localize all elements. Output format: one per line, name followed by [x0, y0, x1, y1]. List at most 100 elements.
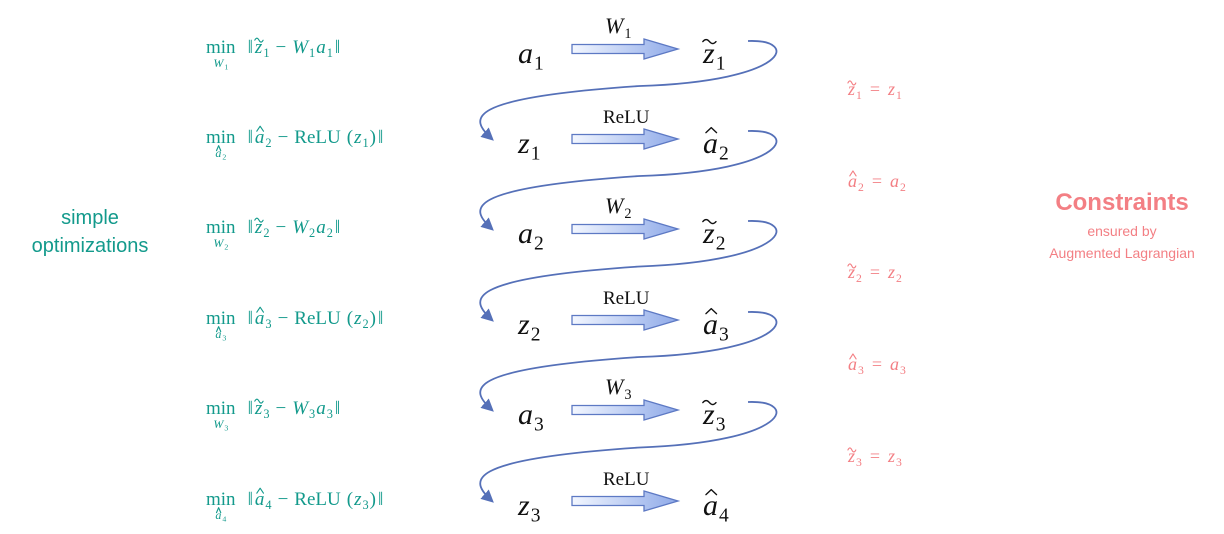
constraint-lhs-letter: a [848, 354, 857, 374]
min-operator: min [206, 398, 236, 419]
constraint-lhs-letter: z [847, 446, 855, 466]
chain-output-tilde-accent [702, 218, 717, 225]
objective-target-letter: a [255, 489, 265, 510]
chain-input-subscript: 3 [534, 415, 544, 436]
min-variable-letter: a [215, 146, 221, 160]
constraint-lhs-tilde-accent [847, 80, 857, 86]
chain-output-subscript: 2 [716, 234, 726, 255]
constraint-lhs-subscript: 3 [858, 364, 864, 377]
constraint-lhs-tilde-accent [847, 263, 857, 269]
chain-output-subscript: 3 [719, 325, 729, 346]
norm-close: ‖ [335, 398, 340, 419]
constraint-rhs-subscript: 3 [896, 456, 902, 469]
objective-target-tilde-accent [254, 398, 264, 404]
minus-sign: − [278, 127, 289, 148]
objective-target-letter: z [254, 37, 263, 58]
equals-sign: = [870, 262, 880, 282]
objective-target-subscript: 1 [263, 46, 269, 60]
norm-open: ‖ [248, 217, 253, 238]
chain-input-subscript: 1 [531, 144, 541, 165]
chain-input-subscript: 1 [534, 54, 544, 75]
constraints-line1: ensured by [1087, 223, 1156, 239]
norm-close: ‖ [378, 308, 383, 329]
min-operator: min [206, 308, 236, 329]
chain-output-subscript: 1 [716, 54, 726, 75]
objective-argument-letter: a [316, 37, 326, 58]
chain-output-hat-accent [705, 126, 718, 134]
arrow-label-relu: ReLU [603, 288, 650, 309]
min-variable-subscript: 3 [222, 334, 226, 343]
flow-curve-4 [479, 311, 778, 412]
chain-output-letter: a [703, 489, 718, 522]
arrow-label-weight-subscript: 2 [624, 206, 631, 222]
equals-sign: = [872, 354, 882, 374]
objective-argument-subscript: 1 [362, 136, 368, 150]
chain-input-letter: a [518, 217, 533, 250]
objective-target-letter: a [255, 308, 265, 329]
constraint-lhs-subscript: 2 [856, 272, 862, 285]
weight-matrix-subscript: 2 [309, 226, 315, 240]
equals-sign: = [870, 446, 880, 466]
min-variable-subscript: 1 [224, 63, 228, 72]
arrow-label-weight-subscript: 3 [624, 387, 631, 403]
chain-output-subscript: 3 [716, 415, 726, 436]
norm-open: ‖ [248, 398, 253, 419]
chain-output-letter: a [703, 308, 718, 341]
weight-matrix-letter: W [292, 37, 310, 58]
flow-curves [479, 40, 778, 503]
arrow-label-weight-subscript: 1 [624, 26, 631, 42]
weight-matrix-letter: W [292, 217, 310, 238]
objective-target-hat-accent [256, 306, 265, 313]
min-variable-hat-accent [215, 145, 222, 152]
objective-argument-letter: z [353, 308, 362, 329]
constraint-rhs-subscript: 3 [900, 364, 906, 377]
objective-argument-letter: a [316, 398, 326, 419]
minus-sign: − [275, 37, 286, 58]
min-variable-subscript: 4 [222, 515, 226, 524]
constraint-rhs-letter: a [890, 354, 899, 374]
flow-curve-2 [479, 130, 778, 231]
objective-target-subscript: 3 [265, 317, 271, 331]
chain-input-subscript: 2 [531, 325, 541, 346]
constraint-rhs-letter: z [887, 262, 895, 282]
objective-argument-subscript: 3 [362, 498, 368, 512]
chain-input-letter: a [518, 37, 533, 70]
min-variable-letter: a [215, 327, 221, 341]
constraint-rhs-subscript: 2 [896, 272, 902, 285]
min-variable-letter: W [213, 417, 224, 431]
transform-arrow [571, 218, 681, 240]
chain-output-tilde-accent [702, 38, 717, 45]
chain-output-hat-accent [705, 488, 718, 496]
constraints-title: Constraints [1055, 189, 1188, 216]
relu-operator: ReLU [294, 127, 341, 148]
constraints-line2: Augmented Lagrangian [1049, 245, 1195, 261]
chain-input-letter: z [517, 489, 530, 522]
chain-output-subscript: 2 [719, 144, 729, 165]
min-variable-letter: W [213, 236, 224, 250]
